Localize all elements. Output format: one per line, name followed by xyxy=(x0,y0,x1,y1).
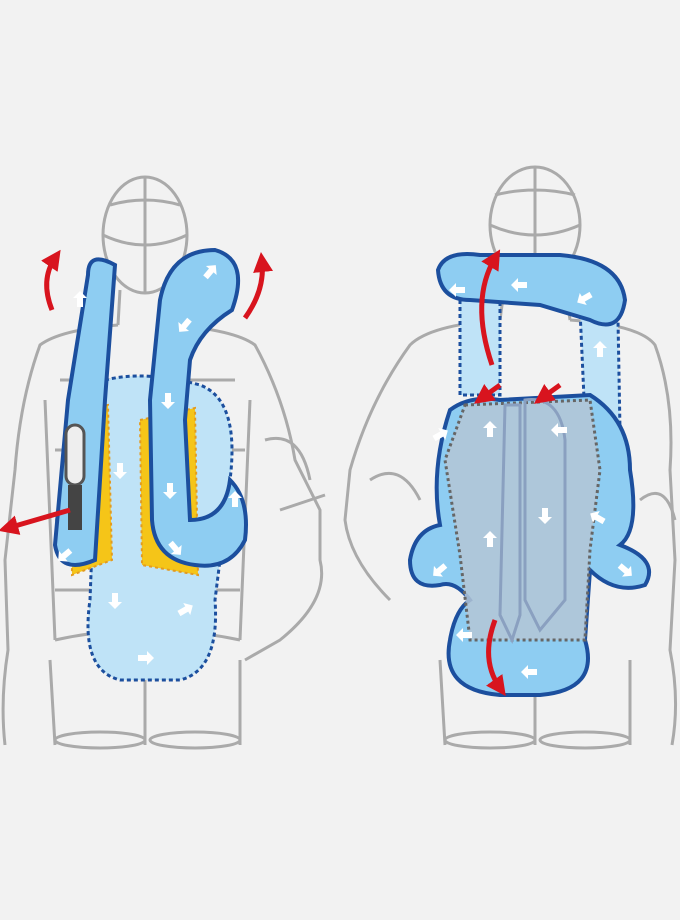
mannequin-back xyxy=(343,165,678,750)
back-protector xyxy=(443,398,602,642)
arrow-back-up xyxy=(479,249,501,366)
arrow-gas-out xyxy=(0,507,71,535)
back-airbag xyxy=(407,252,652,697)
arrow-front-right-up xyxy=(242,252,274,320)
arrow-front-left-up xyxy=(41,249,61,311)
front-airbag xyxy=(52,247,248,682)
inflation-direction-arrows xyxy=(0,249,562,697)
arrow-back-left-in xyxy=(473,382,502,404)
arrow-back-down xyxy=(486,619,506,697)
inflator-icon xyxy=(64,423,86,530)
arrow-back-right-in xyxy=(533,382,562,404)
